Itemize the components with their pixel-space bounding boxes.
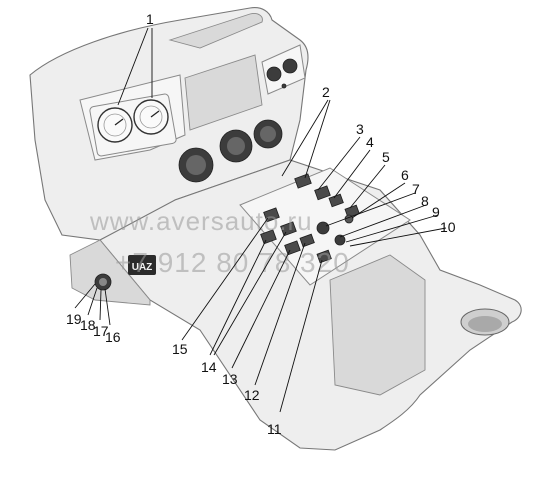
callout-19: 19 — [66, 311, 82, 327]
badge-label: UAZ — [132, 262, 153, 273]
leader-6 — [351, 182, 406, 219]
callout-labels: 1 2 3 4 5 6 7 8 9 10 11 12 13 14 15 16 1… — [66, 11, 456, 437]
leader-17 — [99, 289, 102, 321]
leader-14a — [209, 239, 267, 356]
callout-5: 5 — [382, 149, 390, 165]
switch-11 — [316, 249, 332, 264]
left-side-block — [69, 239, 151, 306]
leader-15 — [181, 217, 269, 341]
callout-17: 17 — [93, 323, 109, 339]
switch-4 — [328, 193, 344, 208]
switch-14a — [260, 229, 277, 245]
switch-13 — [284, 240, 301, 256]
leader-4 — [333, 149, 371, 199]
gauge-left-dial — [103, 113, 127, 137]
callout-6: 6 — [401, 167, 409, 183]
callout-15: 15 — [172, 341, 188, 357]
watermark-site: www.aversauto.ru — [89, 206, 313, 236]
small-gauge-right — [282, 58, 298, 74]
small-indicator — [281, 83, 287, 89]
watermark-phone: +7 912 80 78 320 — [115, 247, 350, 278]
leader-12 — [254, 242, 306, 386]
callout-4: 4 — [366, 134, 374, 150]
connector-socket-inner — [99, 278, 107, 286]
callout-12: 12 — [244, 387, 260, 403]
leader-2a — [281, 99, 329, 177]
leader-8 — [339, 204, 427, 238]
leader-11 — [279, 259, 323, 413]
lower-console — [99, 159, 522, 451]
callout-1: 1 — [146, 11, 154, 27]
callout-18: 18 — [80, 317, 96, 333]
air-vent-right-inner — [260, 126, 276, 142]
switch-14b — [280, 221, 297, 237]
recess-panel — [184, 54, 263, 131]
leader-7 — [325, 192, 416, 227]
leader-2b — [304, 99, 331, 179]
badge — [128, 255, 156, 275]
gauge-right-dial — [139, 105, 163, 129]
callout-7: 7 — [412, 181, 420, 197]
knob-8 — [334, 234, 346, 246]
side-pod — [329, 254, 426, 396]
knob-7 — [316, 221, 330, 235]
callout-10: 10 — [440, 219, 456, 235]
callout-14: 14 — [201, 359, 217, 375]
leader-14b — [213, 231, 287, 356]
gauge-left-needle — [114, 118, 124, 126]
leader-13 — [231, 249, 291, 369]
small-gauge-left — [266, 66, 282, 82]
leader-18 — [87, 287, 98, 316]
callout-2: 2 — [322, 84, 330, 100]
switch-12 — [299, 233, 315, 248]
air-vent-middle-inner — [227, 137, 245, 155]
top-handle — [168, 13, 263, 49]
callout-9: 9 — [432, 204, 440, 220]
callout-8: 8 — [421, 193, 429, 209]
switch-group — [260, 173, 360, 264]
callout-13: 13 — [222, 371, 238, 387]
leader-16 — [104, 288, 111, 326]
callout-3: 3 — [356, 121, 364, 137]
leader-lines — [74, 27, 447, 413]
leader-1a — [117, 27, 149, 106]
air-vent-left-inner — [186, 155, 206, 175]
cup-holder-inner — [468, 316, 502, 332]
callout-11: 11 — [267, 421, 282, 437]
gauge-right-needle — [150, 110, 160, 118]
switch-block-2 — [294, 173, 312, 189]
callout-16: 16 — [105, 329, 121, 345]
leader-3 — [317, 136, 361, 191]
leader-9 — [345, 214, 439, 243]
leader-5 — [349, 164, 386, 209]
leader-10 — [349, 227, 447, 247]
leader-19 — [74, 283, 96, 309]
